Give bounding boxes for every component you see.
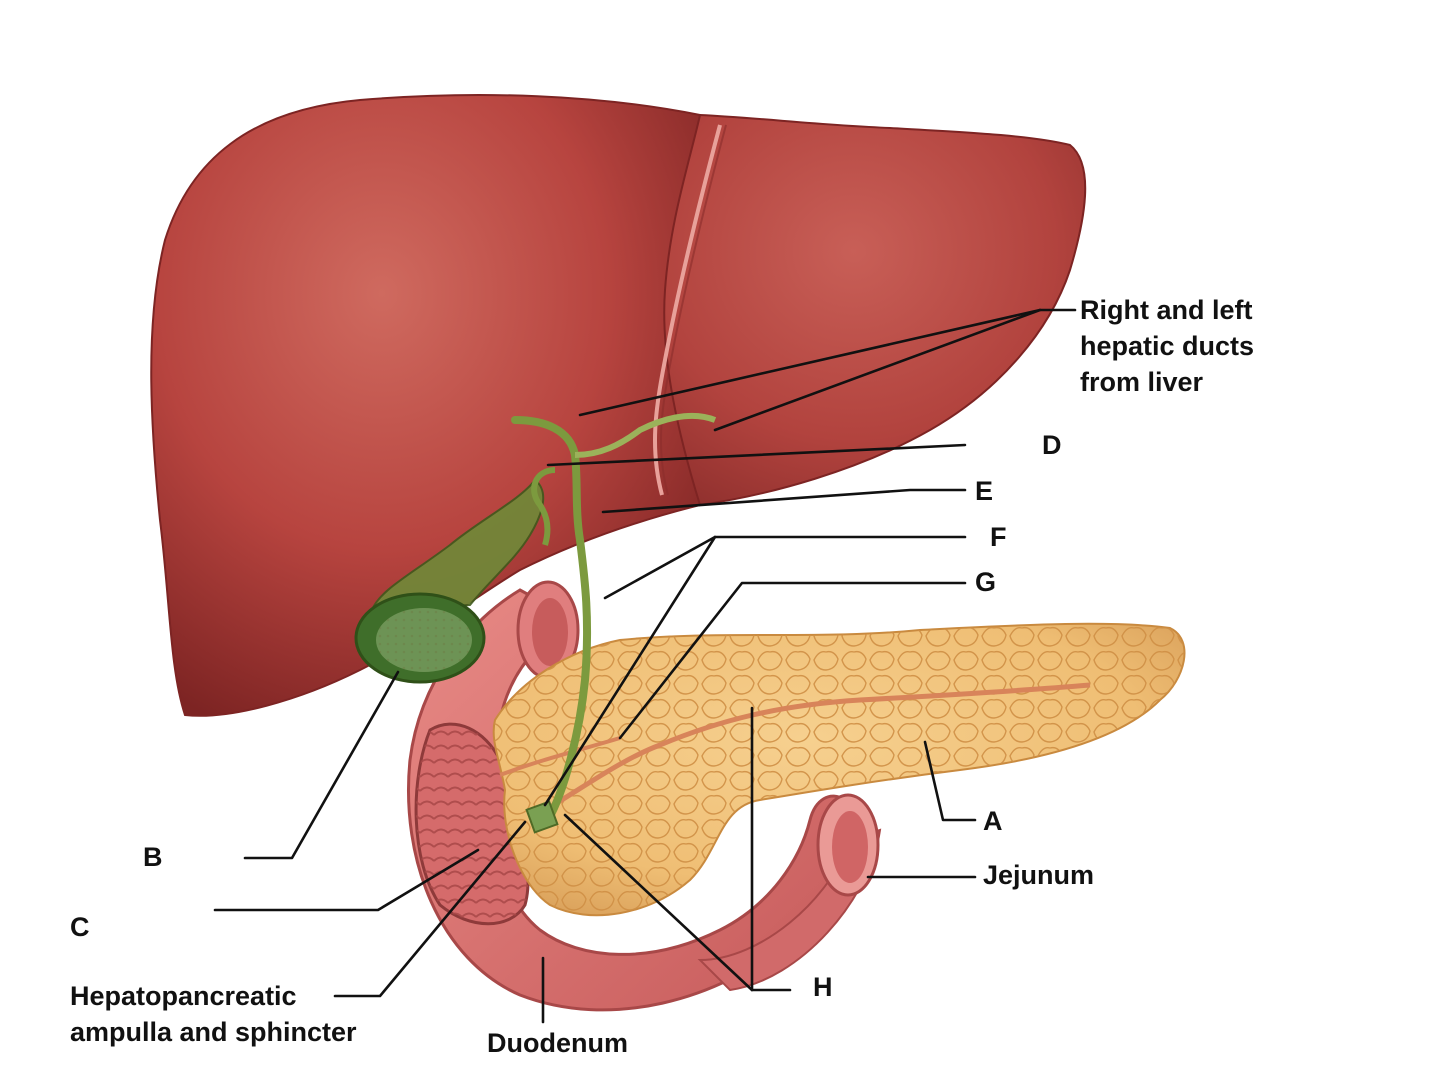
leader-a [923, 740, 977, 822]
pancreas [492, 622, 1186, 917]
leader-d [546, 443, 967, 467]
leader-f [603, 535, 967, 600]
label-h: H [813, 972, 833, 1002]
label-g: G [975, 567, 997, 597]
label-duodenum: Duodenum [487, 1028, 628, 1058]
label-jejunum: Jejunum [983, 860, 1095, 890]
leader-f-2 [543, 535, 717, 807]
leader-ampulla [333, 820, 527, 998]
leader-right-left-hepatic-2 [713, 308, 1042, 432]
gallbladder [354, 478, 545, 684]
leader-g [618, 581, 967, 740]
liver [150, 94, 1087, 717]
bile-ducts [511, 412, 717, 834]
label-e: E [975, 476, 994, 506]
label-f: F [990, 522, 1007, 552]
leader-h-2 [563, 813, 754, 992]
label-b: B [143, 842, 163, 872]
label-d: D [1042, 430, 1062, 460]
leader-b [243, 670, 400, 860]
label-hepatopancreatic-ampulla: Hepatopancreatic ampulla and sphincter [70, 981, 357, 1047]
label-a: A [983, 806, 1003, 836]
jejunum [697, 793, 882, 992]
leader-c [213, 848, 480, 912]
label-c: C [70, 912, 90, 942]
label-right-left-hepatic-ducts: Right and left hepatic ducts from liver [1080, 295, 1255, 397]
ampulla-sphincter [525, 800, 559, 834]
leader-e [601, 488, 967, 514]
leader-lines [213, 308, 1077, 1024]
